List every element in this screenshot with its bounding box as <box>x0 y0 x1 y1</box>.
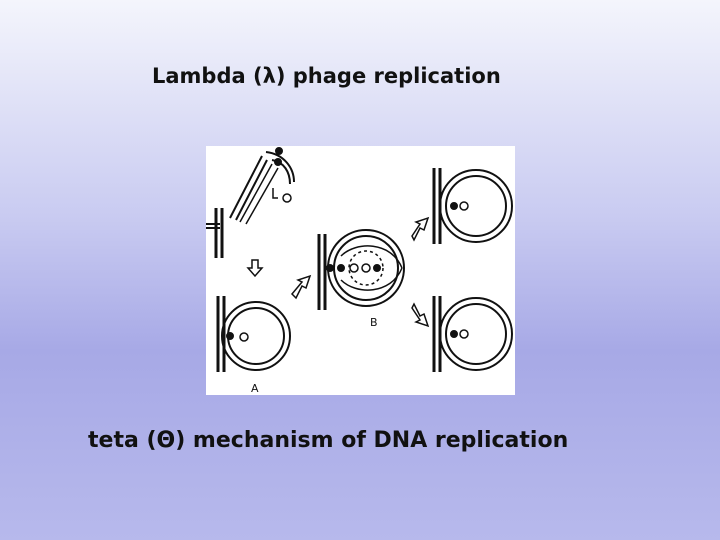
phage-injection <box>206 147 295 258</box>
up-right-arrow <box>290 274 312 300</box>
panel-b-label: B <box>370 316 378 329</box>
origin-dot <box>337 264 345 272</box>
origin-dot <box>274 158 282 166</box>
origin-dot <box>450 330 458 338</box>
origin-ring <box>239 332 249 342</box>
slide-caption: teta (Θ) mechanism of DNA replication <box>88 428 569 453</box>
panel-a-label: A <box>251 382 259 395</box>
arrow-to-bottom-right <box>411 302 430 328</box>
replication-diagram: A B <box>206 146 515 395</box>
origin-dot <box>275 147 283 155</box>
arrow-to-top-right <box>411 216 430 242</box>
origin-ring <box>459 201 469 211</box>
origin-dot <box>373 264 381 272</box>
origin-ring <box>459 329 469 339</box>
slide-title: Lambda (λ) phage replication <box>152 64 501 88</box>
origin-ring <box>282 193 292 203</box>
circular-dna-a <box>216 296 291 372</box>
down-arrow <box>246 259 264 278</box>
daughter-circle-top <box>432 168 513 244</box>
origin-dot <box>226 332 234 340</box>
origin-dot <box>326 264 334 272</box>
theta-intermediate-b <box>317 229 405 310</box>
replication-diagram-svg: A B <box>206 147 513 395</box>
daughter-circle-bottom <box>432 296 513 372</box>
origin-dot <box>450 202 458 210</box>
